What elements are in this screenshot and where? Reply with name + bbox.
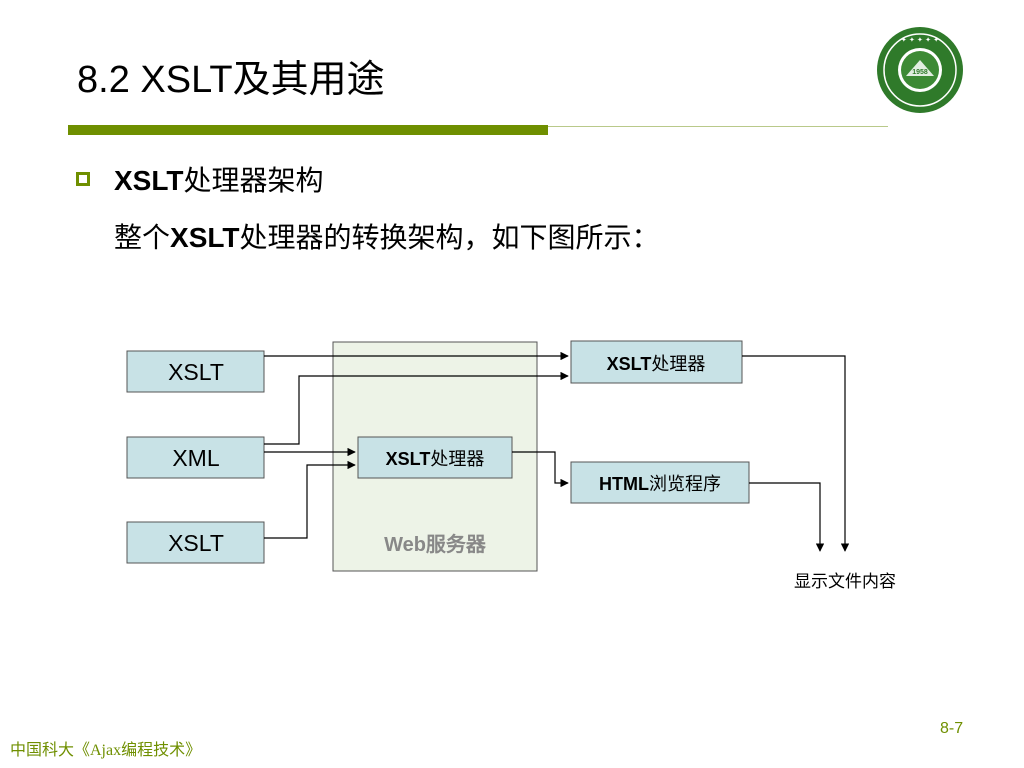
- bullet-square-icon: [76, 172, 90, 186]
- server-xslt-processor-box: [357, 436, 513, 479]
- footer-page-number: 8-7: [940, 720, 964, 737]
- input-xslt-bottom-label: XSLT: [168, 530, 224, 556]
- bullet-heading: XSLT处理器架构: [114, 165, 324, 196]
- footer-course-title: 中国科大《Ajax编程技术》: [10, 742, 202, 759]
- input-xslt-top-box: [126, 350, 265, 393]
- arrow-xml-to-client-processor: [264, 371, 569, 445]
- html-browser-label: HTML浏览程序: [599, 474, 721, 494]
- arrow-server-to-browser: [512, 451, 569, 488]
- input-xslt-top-label: XSLT: [168, 359, 224, 385]
- output-label: 显示文件内容: [794, 572, 896, 591]
- server-xslt-processor-label: XSLT处理器: [386, 449, 485, 469]
- svg-text:✦ ✦ ✦ ✦ ✦: ✦ ✦ ✦ ✦ ✦: [901, 36, 939, 44]
- logo-year: 1958: [912, 69, 928, 76]
- bullet-subtext: 整个XSLT处理器的转换架构，如下图所示：: [114, 222, 660, 253]
- input-xml-box: [126, 436, 265, 479]
- arrow-xslt-to-server-processor: [264, 460, 356, 539]
- client-xslt-processor-label: XSLT处理器: [607, 354, 706, 374]
- title-underline-thin: [548, 126, 888, 127]
- input-xslt-bottom-box: [126, 521, 265, 564]
- html-browser-box: [570, 461, 750, 504]
- arrow-client-processor-to-output: [742, 355, 850, 552]
- web-server-label: Web服务器: [384, 532, 487, 556]
- arrow-browser-to-output: [749, 482, 825, 552]
- university-logo: 1958 ✦ ✦ ✦ ✦ ✦: [877, 27, 963, 113]
- client-xslt-processor-box: [570, 340, 743, 384]
- input-xml-label: XML: [172, 445, 220, 471]
- title-underline-thick: [68, 125, 548, 135]
- slide-title: 8.2 XSLT及其用途: [77, 59, 385, 101]
